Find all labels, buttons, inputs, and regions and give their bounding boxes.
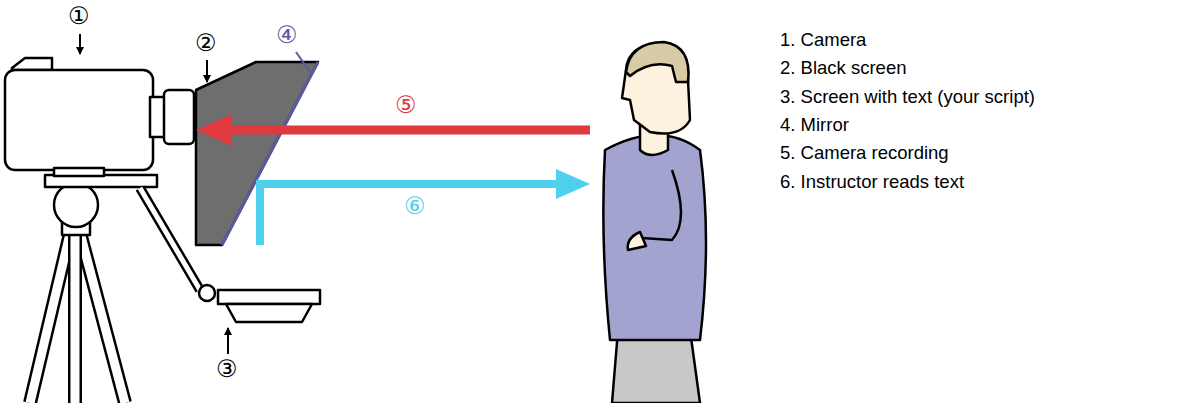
callout-number: ⑥ <box>404 193 426 219</box>
legend-item: 3. Screen with text (your script) <box>780 87 1035 107</box>
callout-number: ① <box>68 3 90 29</box>
callout-number: ⑤ <box>395 92 417 118</box>
light-arrows <box>196 114 590 245</box>
callout-number: ② <box>195 30 217 56</box>
instructor <box>603 42 706 403</box>
legend-item: 2. Black screen <box>780 58 906 78</box>
legend-item: 4. Mirror <box>780 115 849 135</box>
callout-arrows <box>80 34 310 354</box>
legend-item: 5. Camera recording <box>780 143 949 163</box>
text-screen <box>218 290 320 322</box>
legend-item: 1. Camera <box>780 30 866 50</box>
callout-number: ③ <box>216 356 238 382</box>
callout-number: ④ <box>276 22 298 48</box>
tripod <box>30 175 215 403</box>
camera <box>5 58 194 176</box>
legend-item: 6. Instructor reads text <box>780 172 964 192</box>
mirror <box>222 62 318 245</box>
